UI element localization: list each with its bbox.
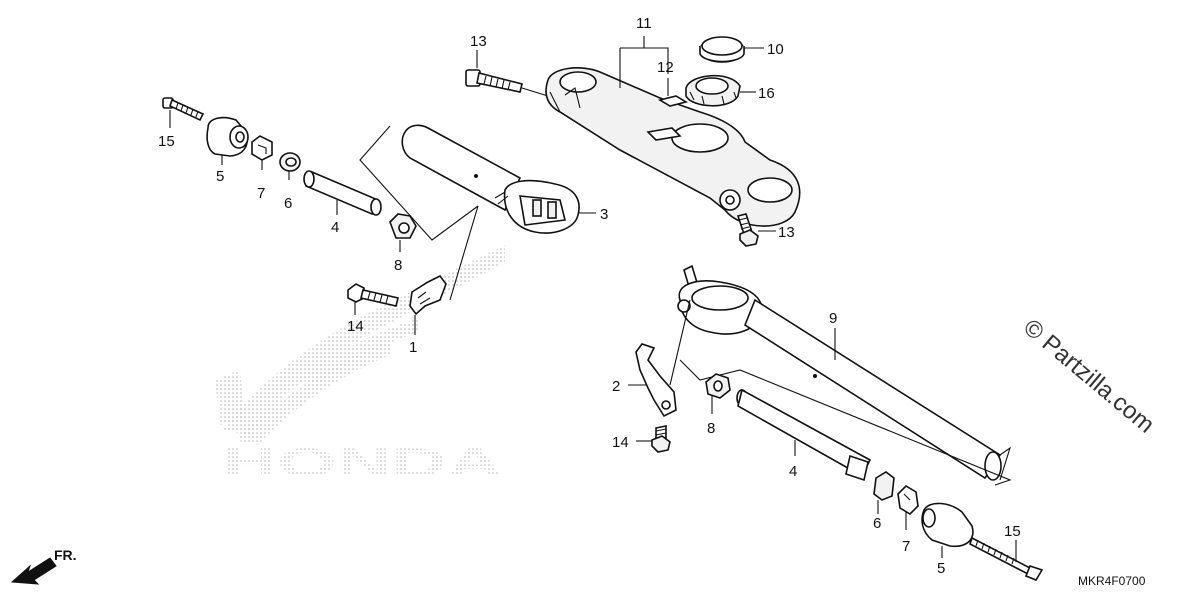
callout-14-right: 14	[612, 434, 629, 451]
callout-14-left: 14	[347, 318, 364, 335]
callout-12: 12	[657, 59, 674, 76]
front-indicator-text: FR.	[54, 547, 77, 563]
part-1-bracket[interactable]	[409, 274, 447, 316]
callout-13-lower: 13	[778, 224, 795, 241]
callout-13-top: 13	[470, 33, 487, 50]
part-4-weight-rod-right[interactable]	[736, 388, 872, 482]
callout-4-left: 4	[331, 219, 339, 236]
callout-7-right: 7	[902, 538, 910, 555]
callout-15-left: 15	[158, 133, 175, 150]
callout-6-right: 6	[873, 515, 881, 532]
part-9-handlebar-right[interactable]	[677, 264, 1002, 481]
callout-6-left: 6	[284, 195, 292, 212]
callout-15-right: 15	[1004, 523, 1021, 540]
part-8-rubber-left[interactable]	[389, 213, 417, 239]
part-14-bolt-left[interactable]	[347, 283, 399, 307]
partzilla-watermark: © Partzilla.com	[1018, 314, 1159, 439]
honda-logo-text: HONDA	[222, 441, 502, 485]
part-7-clip-left[interactable]	[251, 135, 273, 161]
diagram-code: MKR4F0700	[1078, 574, 1146, 588]
part-13-bolt-top[interactable]	[465, 69, 523, 93]
callout-8-right: 8	[707, 420, 715, 437]
callout-8-left: 8	[394, 257, 402, 274]
honda-wing-logo: HONDA	[215, 245, 505, 485]
part-13-bolt-lower[interactable]	[736, 213, 759, 247]
part-10-cap[interactable]	[699, 36, 745, 63]
callout-4-right: 4	[789, 463, 797, 480]
part-14-bolt-right[interactable]	[651, 425, 671, 453]
front-direction-arrow: FR.	[10, 547, 77, 585]
part-2-bracket[interactable]	[635, 343, 677, 418]
callout-5-left: 5	[216, 168, 224, 185]
callout-7-left: 7	[257, 185, 265, 202]
callout-5-right: 5	[937, 560, 945, 577]
callout-2: 2	[612, 378, 620, 395]
part-6-collar-right[interactable]	[873, 471, 895, 501]
callout-1: 1	[409, 339, 417, 356]
part-15-bolt-right[interactable]	[969, 536, 1044, 581]
part-3-handlebar-left[interactable]	[401, 124, 580, 234]
part-5-bar-end-weight-right[interactable]	[921, 502, 974, 548]
callout-11: 11	[636, 15, 652, 32]
callout-3: 3	[600, 206, 608, 223]
part-7-clip-right[interactable]	[897, 484, 919, 516]
part-12-plate[interactable]	[657, 95, 689, 107]
part-5-bar-end-weight-left[interactable]	[206, 116, 249, 157]
part-8-rubber-right[interactable]	[705, 373, 731, 399]
part-6-collar-left[interactable]	[279, 152, 301, 172]
part-15-bolt-left[interactable]	[162, 97, 205, 122]
callout-16: 16	[758, 85, 775, 102]
part-16-nut[interactable]	[685, 74, 741, 107]
part-11-upper-bridge[interactable]	[545, 67, 801, 227]
callout-10: 10	[767, 41, 784, 58]
part-4-weight-rod-left[interactable]	[303, 170, 382, 216]
callout-9: 9	[829, 310, 837, 327]
